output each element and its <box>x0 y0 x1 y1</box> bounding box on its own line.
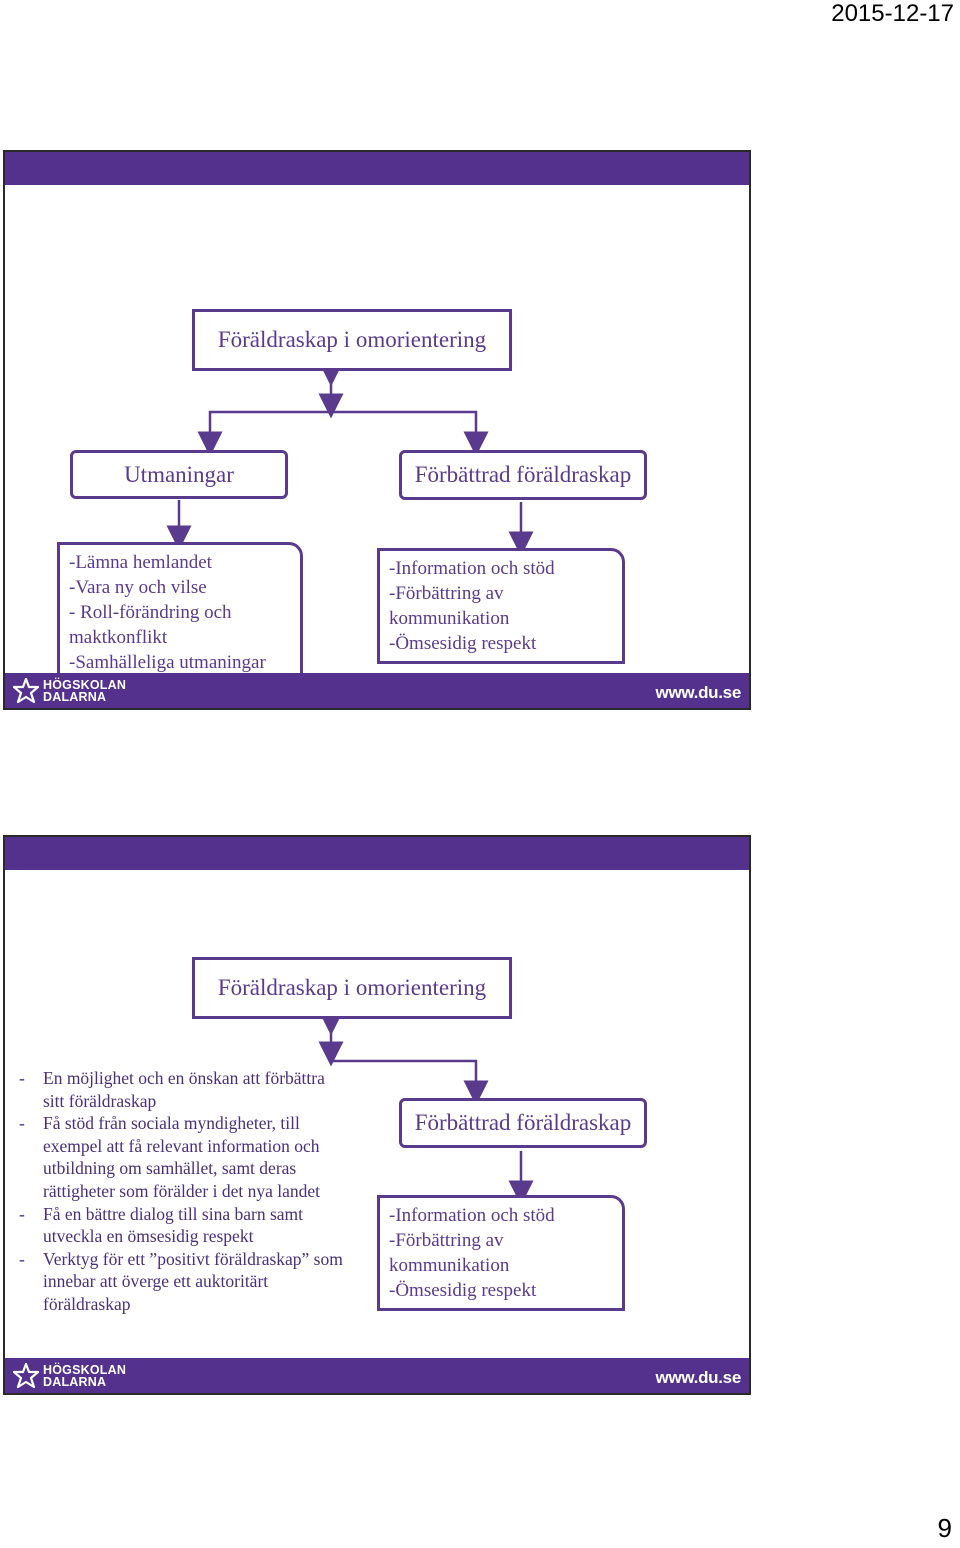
challenges-box: Utmaningar <box>70 450 288 499</box>
logo-line-1: HÖGSKOLAN <box>43 677 127 692</box>
improvement-item: -Förbättring av <box>389 1230 504 1251</box>
website-url: www.du.se <box>655 1368 742 1387</box>
improved-parenting-box: Förbättrad föräldraskap <box>399 450 647 500</box>
connector-arrows <box>318 1010 534 1206</box>
slide-header-bar <box>5 152 749 185</box>
challenge-item: maktkonflikt <box>69 627 168 648</box>
connector-arrows <box>166 361 534 557</box>
improvement-item: kommunikation <box>389 608 510 629</box>
bullet-item: Få stöd från sociala myndigheter, till e… <box>5 1112 345 1202</box>
bullet-item: Verktyg för ett ”positivt föräldraskap” … <box>5 1248 345 1316</box>
challenge-item: -Samhälleliga utmaningar <box>69 652 266 673</box>
flow-title-box: Föräldraskap i omorientering <box>192 957 512 1019</box>
improvement-item: -Ömsesidig respekt <box>389 633 537 654</box>
improvement-item: -Ömsesidig respekt <box>389 1280 537 1301</box>
improved-parenting-box: Förbättrad föräldraskap <box>399 1098 647 1148</box>
challenge-item: - Roll-förändring och <box>69 602 232 623</box>
improvement-item: -Information och stöd <box>389 1205 555 1226</box>
flow-title-box: Föräldraskap i omorientering <box>192 309 512 371</box>
page-number: 9 <box>937 1513 952 1543</box>
slide-footer-bar: HÖGSKOLAN DALARNA www.du.se <box>5 1358 749 1393</box>
hogskolan-dalarna-logo: HÖGSKOLAN DALARNA <box>13 676 126 705</box>
bullet-item: Få en bättre dialog till sina barn samt … <box>5 1203 345 1248</box>
website-url: www.du.se <box>655 683 742 702</box>
slide-1: Föräldraskap i omorientering Utmaningar … <box>3 150 751 710</box>
improvement-item: -Information och stöd <box>389 558 555 579</box>
challenge-item: -Lämna hemlandet <box>69 552 212 573</box>
star-logo-icon <box>13 677 39 703</box>
logo-line-1: HÖGSKOLAN <box>43 1362 127 1377</box>
challenges-list-box: -Lämna hemlandet -Vara ny och vilse - Ro… <box>57 542 303 682</box>
bullet-item: En möjlighet och en önskan att förbättra… <box>5 1067 345 1112</box>
slide-footer-bar: HÖGSKOLAN DALARNA www.du.se <box>5 673 749 708</box>
improvements-list-box: -Information och stöd -Förbättring av ko… <box>377 548 625 664</box>
improvements-list-box: -Information och stöd -Förbättring av ko… <box>377 1195 625 1311</box>
page-date: 2015-12-17 <box>831 0 954 27</box>
improvement-item: kommunikation <box>389 1255 510 1276</box>
improvement-item: -Förbättring av <box>389 583 504 604</box>
slide-2: Föräldraskap i omorientering En möjlighe… <box>3 835 751 1395</box>
star-logo-icon <box>13 1362 39 1388</box>
logo-line-2: DALARNA <box>43 1374 107 1389</box>
slide-header-bar <box>5 837 749 870</box>
logo-line-2: DALARNA <box>43 689 107 704</box>
challenge-item: -Vara ny och vilse <box>69 577 207 598</box>
hogskolan-dalarna-logo: HÖGSKOLAN DALARNA <box>13 1361 126 1390</box>
parenting-bullet-list: En möjlighet och en önskan att förbättra… <box>5 1067 345 1316</box>
